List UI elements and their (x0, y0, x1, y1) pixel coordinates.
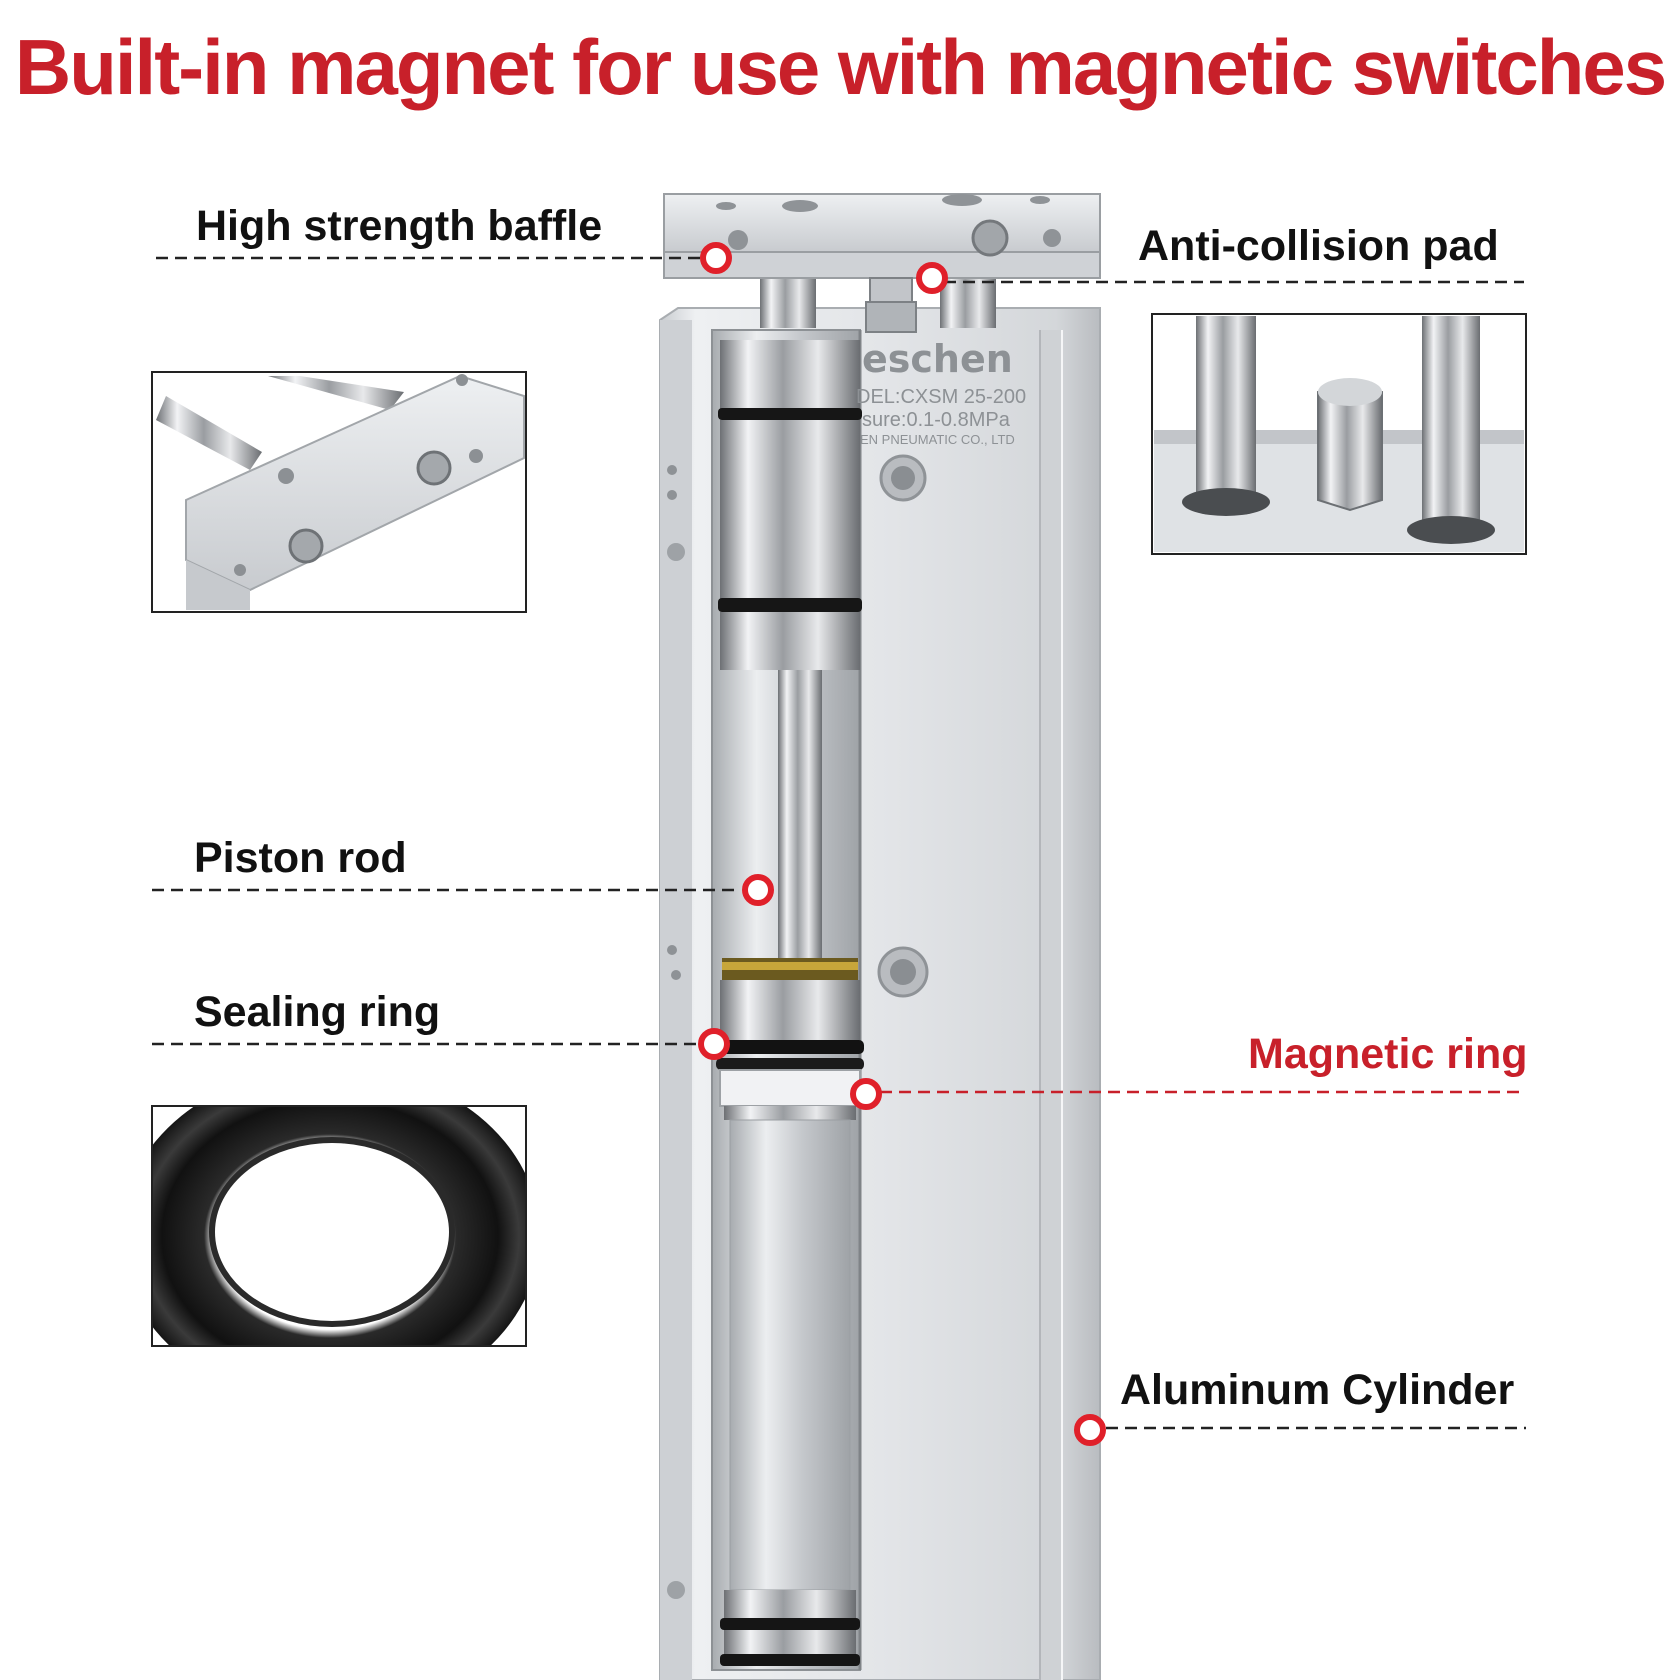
marker-seal (698, 1028, 730, 1060)
magnetic-ring-part (719, 1069, 861, 1107)
label-magnetic-ring: Magnetic ring (1248, 1030, 1528, 1078)
inset-seal-photo (151, 1105, 527, 1347)
callout-markers (698, 242, 1106, 1446)
upper-piston (718, 340, 862, 670)
inset-baffle-photo (151, 371, 527, 613)
marker-rod (742, 874, 774, 906)
label-anti-collision-pad: Anti-collision pad (1138, 222, 1499, 270)
marker-baffle (700, 242, 732, 274)
inset-pad-photo (1151, 313, 1527, 555)
label-piston-rod: Piston rod (194, 834, 407, 882)
marker-body (1074, 1414, 1106, 1446)
high-strength-baffle-part (663, 193, 1101, 328)
piston-rod (778, 670, 822, 960)
lower-piston (716, 958, 864, 1120)
headline: Built-in magnet for use with magnetic sw… (14, 23, 1667, 111)
model-text: DEL:CXSM 25-200 (856, 386, 1026, 408)
marker-pad (916, 262, 948, 294)
label-high-strength-baffle: High strength baffle (196, 202, 603, 250)
brand-text: eschen (862, 337, 1013, 381)
leader-lines (152, 256, 1526, 1430)
pressure-text: sure:0.1-0.8MPa (862, 409, 1011, 431)
maker-text: EN PNEUMATIC CO., LTD (860, 432, 1015, 447)
label-aluminum-cylinder: Aluminum Cylinder (1120, 1366, 1515, 1414)
anti-collision-pad-part (865, 277, 917, 333)
label-sealing-ring: Sealing ring (194, 988, 441, 1036)
guide-rod-lower (720, 1119, 860, 1666)
sealing-ring-part (716, 1040, 864, 1054)
marker-magnet (850, 1078, 882, 1110)
